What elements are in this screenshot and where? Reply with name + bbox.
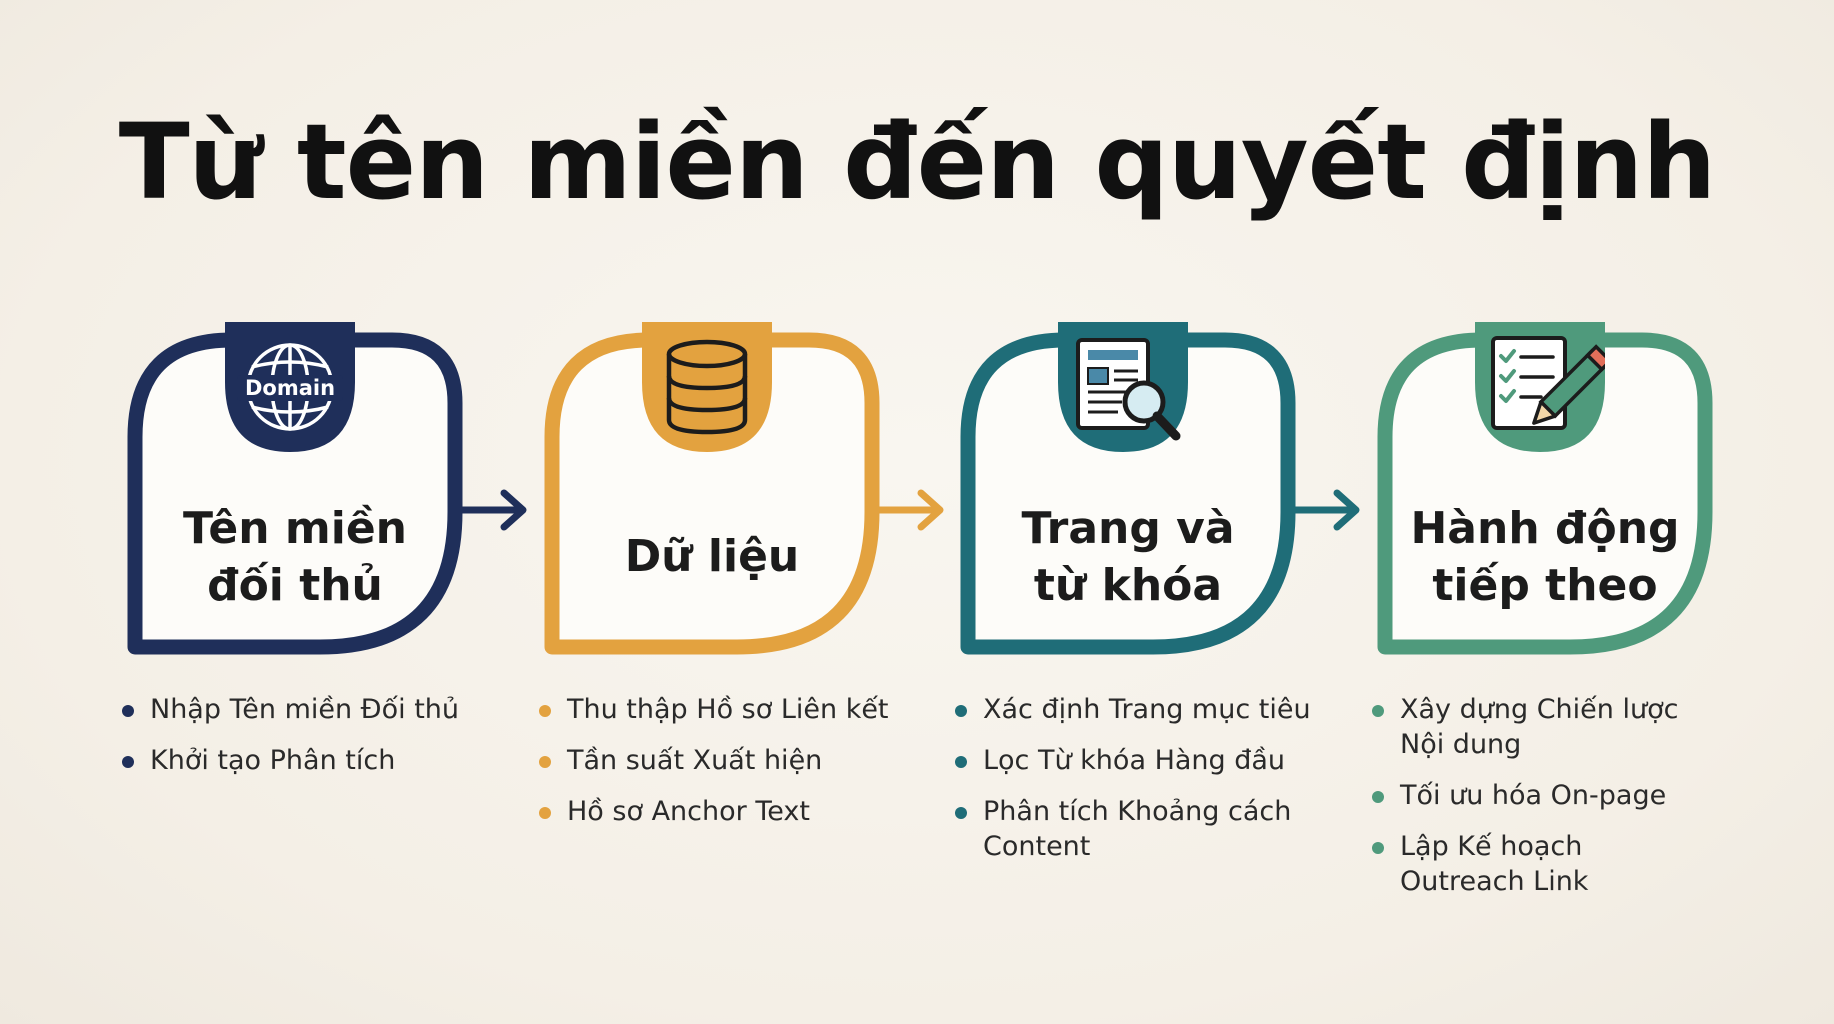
- step-bullet-list: Xác định Trang mục tiêu Lọc Từ khóa Hàng…: [951, 692, 1331, 880]
- step-label: Dữ liệu: [624, 531, 800, 583]
- step-competitor-domain: Domain Tên miền đối thủ: [120, 322, 470, 662]
- bullet-dot: [1372, 842, 1384, 854]
- list-item: Nhập Tên miền Đối thủ: [118, 692, 498, 727]
- step-label: Trang và từ khóa: [1021, 502, 1235, 611]
- list-item: Xây dựng Chiến lược Nội dung: [1368, 692, 1698, 762]
- bullet-dot: [1372, 705, 1384, 717]
- arrow-right-icon: [877, 489, 944, 531]
- domain-globe-icon: Domain: [237, 343, 343, 431]
- step-frame: [127, 322, 463, 655]
- bullet-dot: [122, 756, 134, 768]
- list-item: Xác định Trang mục tiêu: [951, 692, 1331, 727]
- arrow-right-icon: [1293, 489, 1360, 531]
- step-label: Tên miền đối thủ: [182, 502, 408, 611]
- bullet-dot: [955, 705, 967, 717]
- bullet-dot: [1372, 791, 1384, 803]
- list-item: Tối ưu hóa On-page: [1368, 778, 1698, 813]
- list-item: Lọc Từ khóa Hàng đầu: [951, 743, 1331, 778]
- bullet-dot: [955, 756, 967, 768]
- bullet-dot: [539, 756, 551, 768]
- step-data: Dữ liệu: [537, 322, 887, 662]
- page-title: Từ tên miền đến quyết định: [118, 101, 1717, 223]
- list-item: Phân tích Khoảng cách Content: [951, 794, 1331, 864]
- list-item: Hồ sơ Anchor Text: [535, 794, 915, 829]
- bullet-dot: [955, 807, 967, 819]
- list-item: Thu thập Hồ sơ Liên kết: [535, 692, 915, 727]
- checklist-pencil-icon: [1491, 336, 1605, 430]
- domain-icon-text: Domain: [245, 376, 335, 400]
- bullet-dot: [539, 807, 551, 819]
- step-pages-keywords: Trang và từ khóa: [953, 322, 1303, 662]
- list-item: Khởi tạo Phân tích: [118, 743, 498, 778]
- bullet-dot: [539, 705, 551, 717]
- arrow-right-icon: [460, 489, 527, 531]
- bullet-dot: [122, 705, 134, 717]
- step-label: Hành động tiếp theo: [1410, 502, 1680, 611]
- list-item: Lập Kế hoạch Outreach Link: [1368, 829, 1698, 899]
- step-bullet-list: Thu thập Hồ sơ Liên kết Tần suất Xuất hi…: [535, 692, 915, 845]
- step-bullet-list: Nhập Tên miền Đối thủ Khởi tạo Phân tích: [118, 692, 498, 794]
- database-icon: [666, 339, 748, 435]
- document-search-icon: [1076, 338, 1181, 441]
- step-bullet-list: Xây dựng Chiến lược Nội dung Tối ưu hóa …: [1368, 692, 1698, 915]
- step-next-actions: Hành động tiếp theo: [1370, 322, 1720, 662]
- list-item: Tần suất Xuất hiện: [535, 743, 915, 778]
